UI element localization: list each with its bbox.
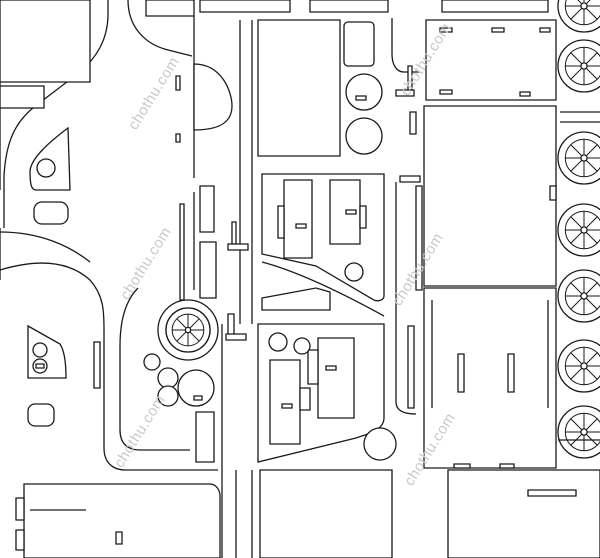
building-bottom-center xyxy=(260,470,392,558)
building-top-left-annex xyxy=(0,86,44,108)
building-top-right-strip xyxy=(310,0,388,12)
building-block-c xyxy=(258,324,396,462)
left-fountain xyxy=(30,128,70,224)
bottom-right-slot xyxy=(528,490,576,496)
road-benches xyxy=(196,186,216,462)
right-column-edges xyxy=(558,112,600,440)
wheel-icon xyxy=(558,340,600,392)
building-top-strip-2 xyxy=(200,0,290,12)
building-top-strip xyxy=(146,0,194,16)
building-right-large xyxy=(416,0,556,468)
wheel-icon xyxy=(166,308,210,352)
central-road xyxy=(176,16,252,558)
right-wheel-column xyxy=(558,0,600,458)
wheel-icon xyxy=(558,270,600,322)
center-roundabout xyxy=(144,300,218,406)
building-block-a xyxy=(258,20,382,156)
left-plaza xyxy=(28,326,100,426)
wheel-icon xyxy=(558,40,600,92)
wheel-icon xyxy=(558,0,600,32)
wheel-icon xyxy=(558,132,600,184)
left-road-edges xyxy=(0,0,218,470)
semicircle-garden xyxy=(194,64,232,130)
wheel-icon xyxy=(558,204,600,256)
building-bottom-left xyxy=(16,484,220,558)
building-bottom-right xyxy=(448,470,600,558)
right-road-edges xyxy=(392,18,420,414)
wheel-icon xyxy=(558,406,600,458)
building-block-b xyxy=(262,174,384,316)
building-top-left xyxy=(0,0,90,82)
